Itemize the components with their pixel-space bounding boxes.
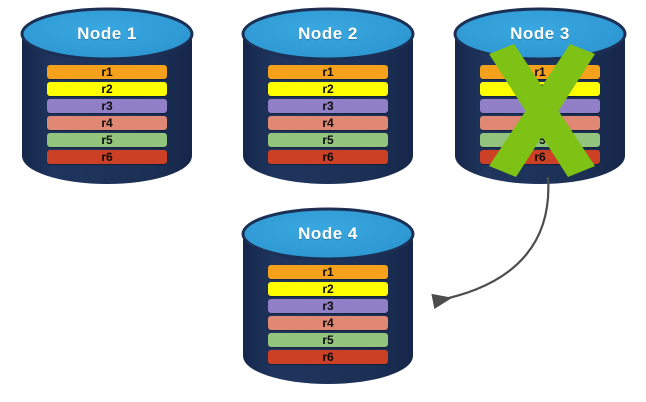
node-3-row-r5[interactable]: r5: [480, 133, 600, 147]
node-3-row-r3[interactable]: r3: [480, 99, 600, 113]
node-4[interactable]: Node 4 r1 r2 r3 r4 r5 r6: [241, 207, 415, 386]
node-1-row-r4[interactable]: r4: [47, 116, 167, 130]
node-4-row-r6[interactable]: r6: [268, 350, 388, 364]
node-2-rows: r1 r2 r3 r4 r5 r6: [243, 65, 413, 164]
node-4-row-r4[interactable]: r4: [268, 316, 388, 330]
node-3-row-r4[interactable]: r4: [480, 116, 600, 130]
node-3[interactable]: Node 3 r1 r2 r3 r4 r5 r6: [453, 7, 627, 186]
node-4-rows: r1 r2 r3 r4 r5 r6: [243, 265, 413, 364]
node-3-row-r1[interactable]: r1: [480, 65, 600, 79]
node-1-row-r5[interactable]: r5: [47, 133, 167, 147]
node-4-row-r3[interactable]: r3: [268, 299, 388, 313]
node-3-rows: r1 r2 r3 r4 r5 r6: [455, 65, 625, 164]
node-4-row-r2[interactable]: r2: [268, 282, 388, 296]
node-1-rows: r1 r2 r3 r4 r5 r6: [22, 65, 192, 164]
node-2-row-r4[interactable]: r4: [268, 116, 388, 130]
node-1-row-r2[interactable]: r2: [47, 82, 167, 96]
node-2-row-r6[interactable]: r6: [268, 150, 388, 164]
node-2-row-r1[interactable]: r1: [268, 65, 388, 79]
node-1-row-r1[interactable]: r1: [47, 65, 167, 79]
node-2-row-r2[interactable]: r2: [268, 82, 388, 96]
node-3-row-r2[interactable]: r2: [480, 82, 600, 96]
node-2-row-r3[interactable]: r3: [268, 99, 388, 113]
node-3-row-r6[interactable]: r6: [480, 150, 600, 164]
node-2-row-r5[interactable]: r5: [268, 133, 388, 147]
node-4-row-r5[interactable]: r5: [268, 333, 388, 347]
node-4-row-r1[interactable]: r1: [268, 265, 388, 279]
node-1-row-r6[interactable]: r6: [47, 150, 167, 164]
node-1[interactable]: Node 1 r1 r2 r3 r4 r5 r6: [20, 7, 194, 186]
node-2[interactable]: Node 2 r1 r2 r3 r4 r5 r6: [241, 7, 415, 186]
node-1-row-r3[interactable]: r3: [47, 99, 167, 113]
